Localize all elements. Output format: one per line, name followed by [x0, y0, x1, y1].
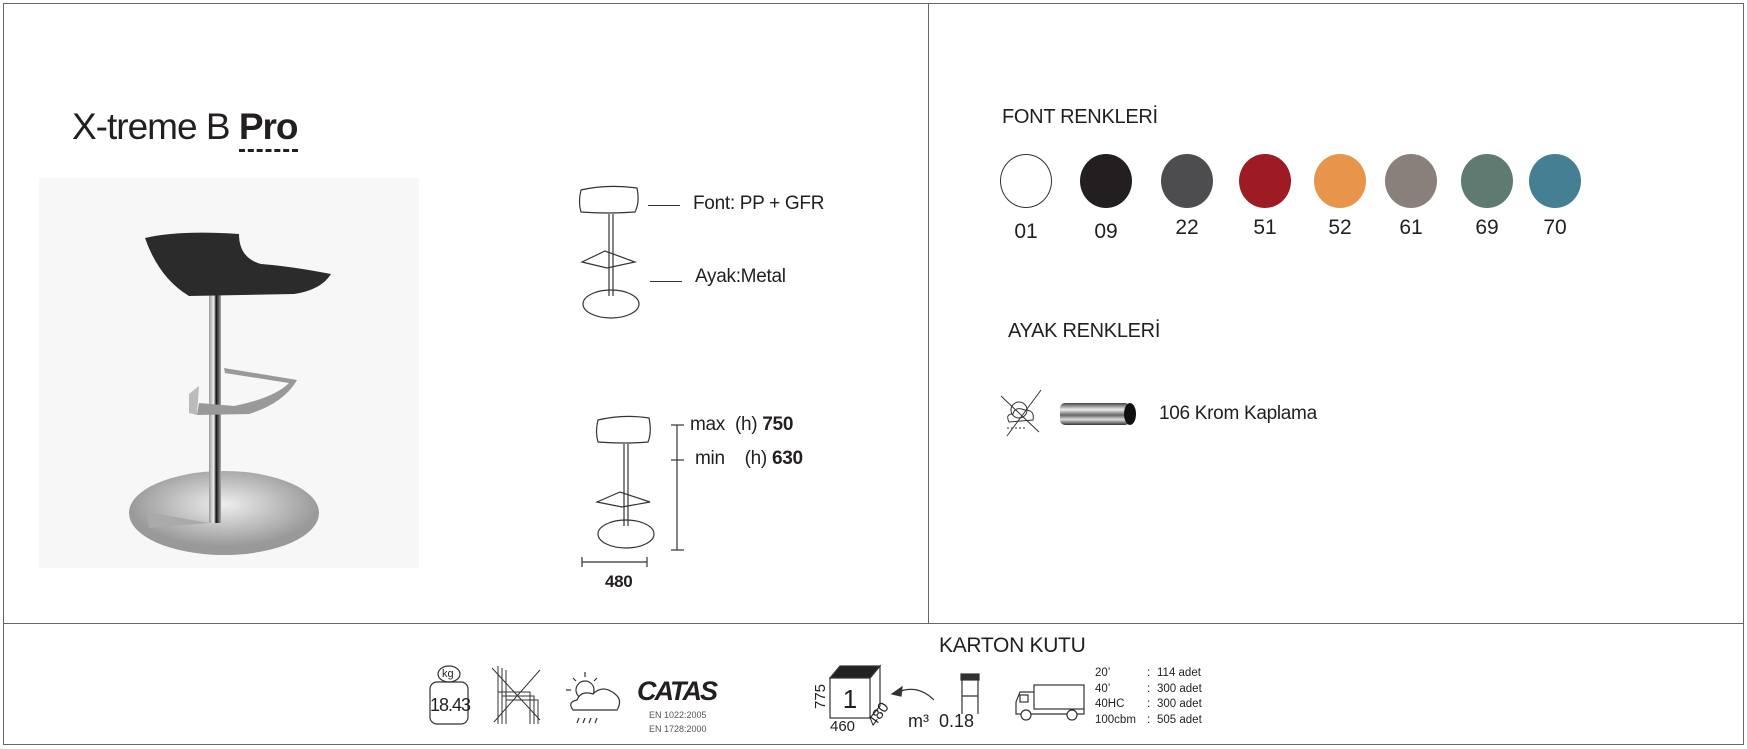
horizontal-divider [3, 623, 1744, 624]
weight-icon [429, 665, 469, 725]
packaging-heading: KARTON KUTU [939, 634, 1086, 657]
arrow-icon [890, 685, 935, 701]
leg-colors-heading: AYAK RENKLERİ [1008, 320, 1161, 342]
leader-line [650, 281, 682, 282]
box-width: 460 [830, 718, 856, 735]
weight-value: 18.43 [430, 695, 471, 715]
color-code: 70 [1543, 216, 1567, 239]
separator: : [1147, 682, 1151, 695]
separator: : [1147, 698, 1151, 710]
width-dimension-line [581, 557, 648, 567]
color-swatch-51 [1239, 154, 1291, 208]
container-type: 40’ [1095, 682, 1111, 695]
container-type: 40HC [1095, 698, 1125, 710]
separator: : [1147, 713, 1151, 726]
product-title: X-treme B Pro [72, 106, 299, 152]
min-height: min (h) 630 [695, 448, 803, 469]
product-name: X-treme B [72, 106, 231, 147]
catas-logo: CATAS [637, 676, 718, 706]
container-type: 20’ [1095, 667, 1111, 679]
color-code: 51 [1253, 216, 1277, 239]
container-type: 100cbm [1095, 713, 1136, 726]
color-swatch-22 [1161, 154, 1213, 208]
leg-material-label: Ayak:Metal [695, 266, 786, 287]
container-load-row: 100cbm:505 adet [1095, 713, 1202, 729]
container-qty: 300 adet [1157, 698, 1202, 710]
no-stacking-icon [491, 666, 541, 724]
font-colors-heading: FONT RENKLERİ [1002, 106, 1158, 128]
container-load-row: 40HC:300 adet [1095, 697, 1202, 713]
color-code: 09 [1094, 220, 1118, 243]
color-swatch-61 [1385, 154, 1437, 208]
leader-line [648, 205, 680, 206]
container-qty: 114 adet [1157, 667, 1201, 679]
product-name-bold: Pro [238, 106, 299, 152]
truck-icon [1015, 684, 1085, 721]
color-code: 52 [1328, 216, 1352, 239]
color-swatch-01 [1000, 154, 1052, 208]
separator: : [1147, 667, 1151, 679]
product-photo [39, 178, 419, 568]
height-dimension-line [671, 424, 684, 551]
leg-color-item: 106 Krom Kaplama [1159, 403, 1317, 424]
container-qty: 505 adet [1157, 713, 1202, 726]
box-icon [828, 664, 882, 719]
color-swatch-52 [1314, 154, 1366, 208]
container-load-row: 20’:114 adet [1095, 666, 1202, 682]
color-code: 22 [1175, 216, 1199, 239]
stool-diagram-dimensions [595, 415, 655, 549]
chrome-tube-icon [1060, 403, 1136, 425]
weight-unit: kg [442, 668, 454, 680]
volume: m³ 0.18 [908, 711, 975, 731]
page-frame [3, 3, 1744, 745]
stool-diagram-materials [578, 185, 640, 319]
color-code: 01 [1014, 220, 1038, 243]
container-qty: 300 adet [1157, 682, 1202, 695]
container-load-row: 40’:300 adet [1095, 682, 1202, 698]
chair-icon [960, 673, 980, 714]
vertical-divider [928, 3, 929, 624]
weather-icon [566, 672, 621, 724]
color-swatch-69 [1461, 154, 1513, 208]
color-code: 61 [1399, 216, 1423, 239]
box-height: 775 [812, 683, 830, 710]
no-outdoor-icon [1000, 389, 1042, 437]
width-value: 480 [605, 572, 633, 591]
color-code: 69 [1475, 216, 1499, 239]
box-qty: 1 [842, 684, 858, 714]
color-swatch-70 [1529, 154, 1581, 208]
max-height: max (h) 750 [690, 414, 794, 435]
color-swatch-09 [1080, 154, 1132, 208]
font-material-label: Font: PP + GFR [693, 193, 825, 214]
